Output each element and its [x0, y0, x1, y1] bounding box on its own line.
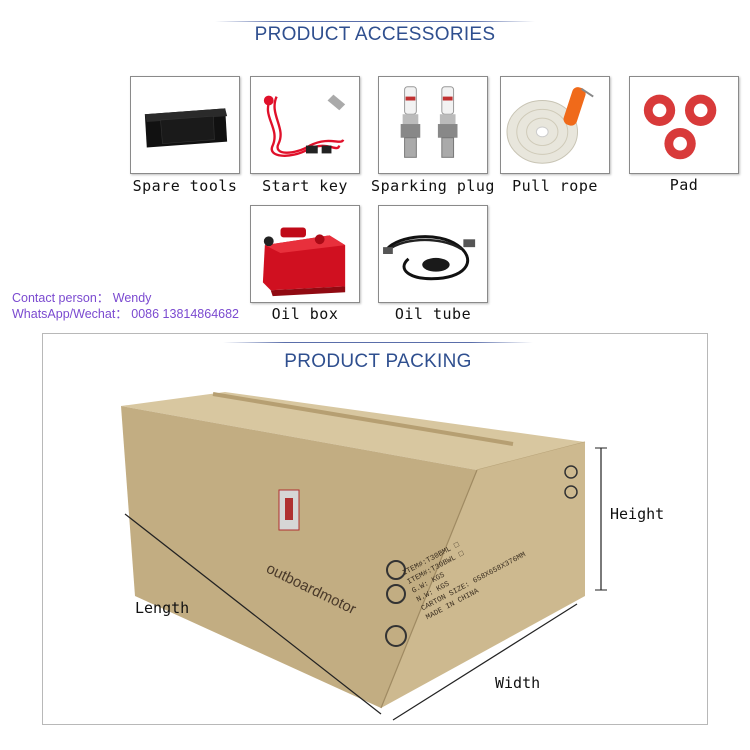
oil-box-thumb	[250, 205, 360, 303]
contact-person: Contact person： Wendy	[12, 291, 152, 305]
pad-thumb	[629, 76, 739, 174]
sparking-plug-label: Sparking plug	[371, 177, 495, 195]
spark-plug-icon	[400, 86, 458, 158]
oil-tube-label: Oil tube	[394, 305, 472, 323]
oil-box-label: Oil box	[271, 305, 339, 323]
washer-pad-icon	[643, 94, 717, 160]
carton-box-illustration	[121, 392, 607, 721]
accessories-title: PRODUCT ACCESSORIES	[254, 24, 496, 45]
carton-side-face	[381, 442, 585, 708]
width-label: Width	[495, 674, 541, 692]
pull-rope-label: Pull rope	[512, 177, 598, 195]
spare-tools-label: Spare tools	[132, 177, 238, 195]
oil-tube-thumb	[378, 205, 488, 303]
length-dimension-line	[124, 513, 382, 715]
safety-lanyard-icon	[263, 94, 346, 157]
fuel-tank-icon	[262, 227, 346, 297]
sparking-plug-thumb	[378, 76, 488, 174]
packing-title-rule	[223, 342, 533, 343]
carton-top-face	[121, 392, 585, 470]
pull-rope-icon	[506, 87, 594, 164]
fuel-hose-icon	[383, 235, 476, 281]
carton-long-face	[121, 406, 477, 708]
contact-phone: WhatsApp/Wechat： 0086 13814864682	[12, 307, 240, 321]
spare-tools-thumb	[130, 76, 240, 174]
tool-bag-icon	[144, 108, 228, 148]
start-key-thumb	[250, 76, 360, 174]
length-label: Length	[135, 599, 190, 617]
start-key-label: Start key	[262, 177, 348, 195]
width-dimension-line	[392, 603, 578, 721]
accessories-title-rule	[215, 21, 535, 22]
height-label: Height	[610, 505, 665, 523]
pad-label: Pad	[669, 176, 699, 194]
packing-frame: PRODUCT PACKING outboardmotor ITEM#:T30B…	[42, 333, 708, 725]
pull-rope-thumb	[500, 76, 610, 174]
packing-title: PRODUCT PACKING	[284, 351, 472, 372]
